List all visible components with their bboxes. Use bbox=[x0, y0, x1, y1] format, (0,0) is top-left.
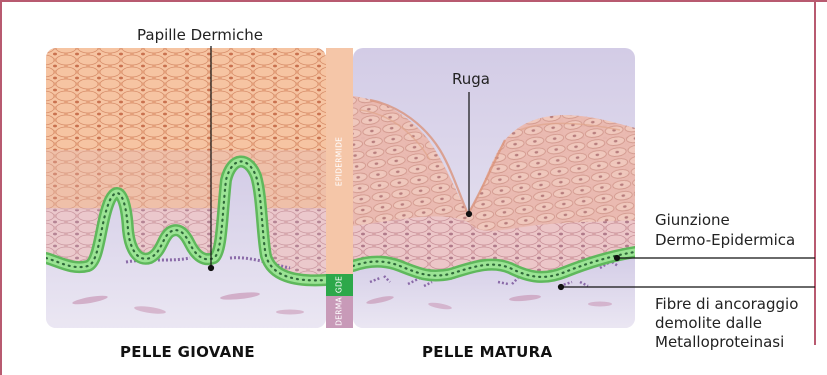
giunzione-label-line2: Dermo-Epidermica bbox=[655, 232, 795, 249]
pelle-giovane-title: PELLE GIOVANE bbox=[120, 343, 255, 361]
young-skin-panel bbox=[46, 48, 326, 330]
pelle-matura-title: PELLE MATURA bbox=[422, 343, 552, 361]
epidermide-label: EPIDERMIDE bbox=[335, 132, 344, 192]
ruga-label: Ruga bbox=[452, 71, 490, 88]
giunzione-label-line1: Giunzione bbox=[655, 212, 730, 229]
fibre-label-line2: demolite dalle bbox=[655, 315, 762, 332]
fibre-label-line1: Fibre di ancoraggio bbox=[655, 296, 798, 313]
mature-skin-panel bbox=[353, 48, 635, 330]
fibre-label-line3: Metalloproteinasi bbox=[655, 334, 784, 351]
papille-dermiche-label: Papille Dermiche bbox=[137, 27, 263, 44]
derma-label: DERMA bbox=[335, 292, 344, 332]
